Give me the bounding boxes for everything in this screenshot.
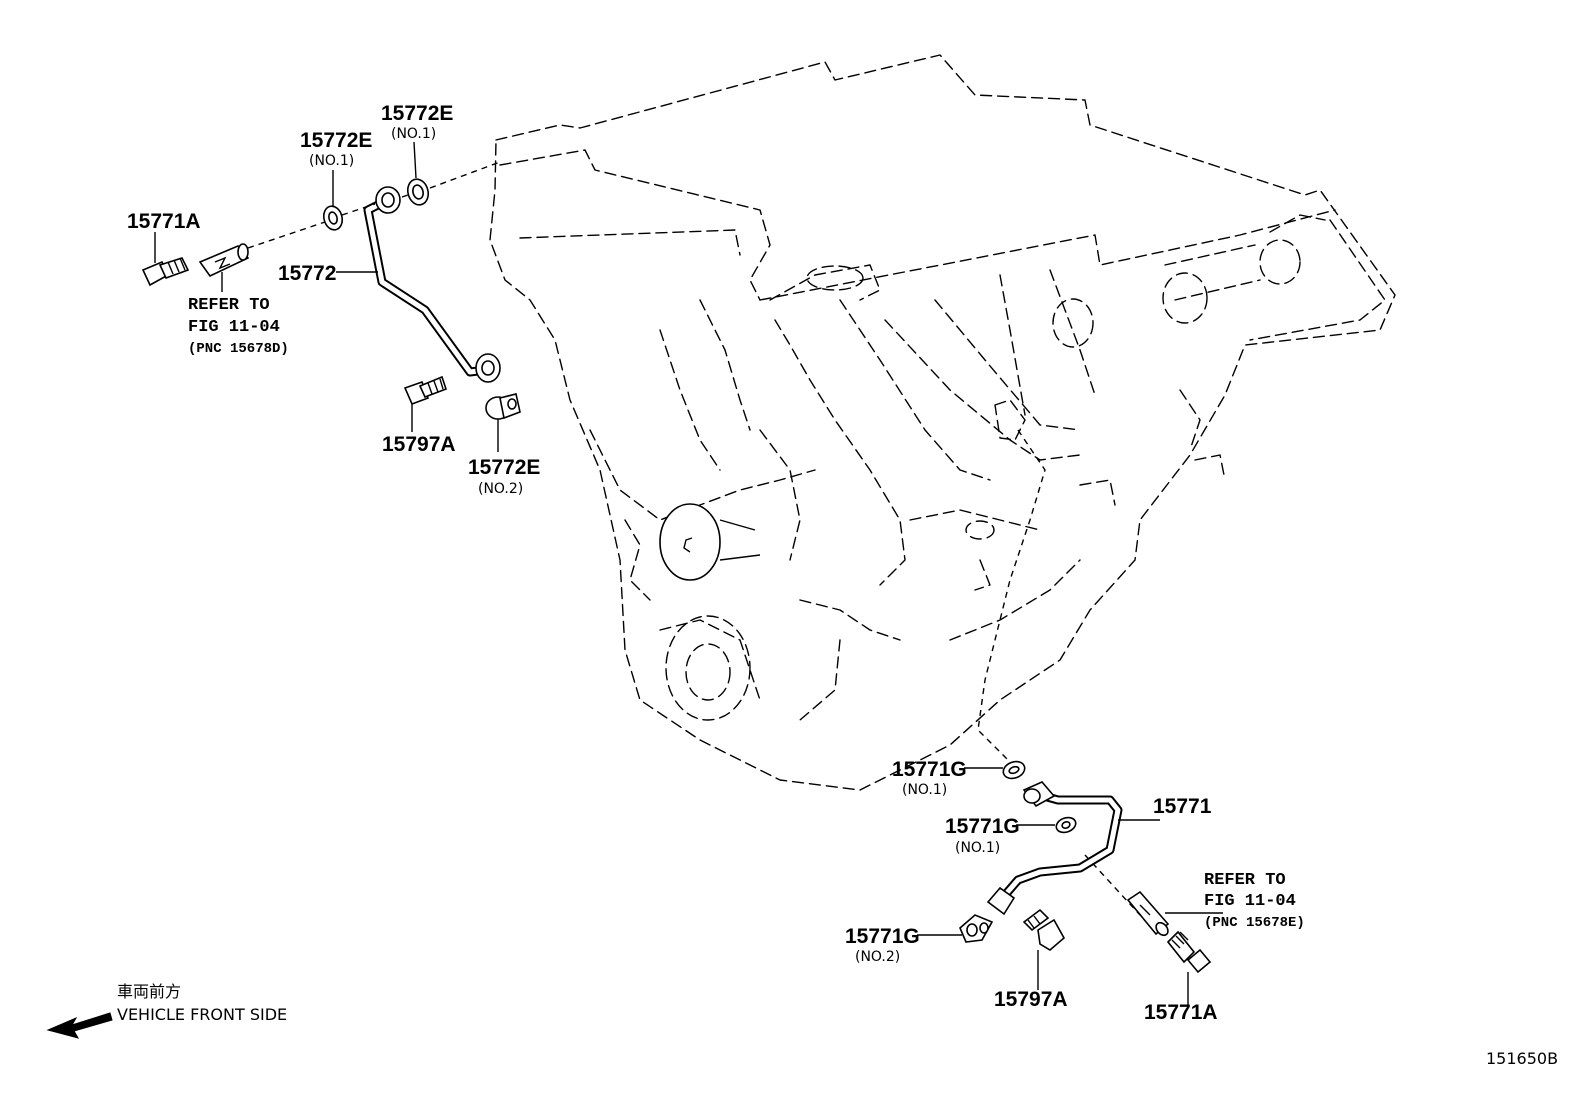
label-15772e-c-sub: (NO.2)	[478, 481, 523, 497]
label-15772e-a-sub: (NO.1)	[309, 153, 354, 169]
bolt-15797a-bottom	[1022, 908, 1066, 951]
refer-left-line1: REFER TO	[188, 296, 270, 315]
plug-15772e-no2	[485, 393, 521, 420]
label-15772e-a[interactable]: 15772E	[300, 129, 372, 152]
label-15772[interactable]: 15772	[278, 262, 336, 285]
gasket-15771g-a	[1002, 760, 1026, 780]
label-15771g-a-sub: (NO.1)	[902, 782, 947, 798]
oil-filter-valve-left	[198, 243, 250, 278]
label-15771g-b-sub: (NO.1)	[955, 840, 1000, 856]
label-15772e-c[interactable]: 15772E	[468, 456, 540, 479]
refer-right-line2[interactable]: FIG 11-04	[1204, 892, 1296, 911]
direction-japanese: 車両前方	[117, 982, 181, 1001]
label-15772e-b[interactable]: 15772E	[381, 102, 453, 125]
label-15771[interactable]: 15771	[1153, 795, 1212, 818]
bolt-15797a-top	[403, 375, 448, 406]
oil-pipe-15771	[986, 781, 1123, 916]
diagram-code: 151650B	[1486, 1049, 1558, 1068]
label-15797a-top[interactable]: 15797A	[382, 433, 456, 456]
label-15771g-c[interactable]: 15771G	[845, 925, 920, 948]
union-bolt-15771a-bottom	[1166, 930, 1212, 974]
gasket-15771g-b	[1055, 816, 1077, 834]
direction-english: VEHICLE FRONT SIDE	[117, 1005, 287, 1024]
gasket-15772e-a	[322, 205, 344, 231]
refer-right-pnc: (PNC 15678E)	[1204, 915, 1305, 931]
label-15772e-b-sub: (NO.1)	[391, 126, 436, 142]
union-bolt-15771a-top	[141, 257, 190, 287]
assembly-line-upper	[247, 221, 326, 249]
vehicle-front-arrow-icon	[46, 1012, 113, 1039]
label-15771g-b[interactable]: 15771G	[945, 815, 1020, 838]
gasket-15772e-b	[406, 178, 430, 206]
label-15771g-a[interactable]: 15771G	[892, 758, 967, 781]
label-15797a-bottom[interactable]: 15797A	[994, 988, 1068, 1011]
refer-right-line1: REFER TO	[1204, 871, 1286, 890]
refer-left-line2[interactable]: FIG 11-04	[188, 318, 280, 337]
label-15771a-top[interactable]: 15771A	[127, 210, 201, 233]
label-15771g-c-sub: (NO.2)	[855, 949, 900, 965]
refer-left-pnc: (PNC 15678D)	[188, 341, 289, 357]
oil-filter-valve-right	[1126, 890, 1170, 937]
pulley	[659, 503, 761, 581]
union-15771g-no2	[959, 914, 994, 943]
engine-block-outline	[489, 54, 1396, 791]
oil-pipe-15772	[363, 186, 501, 383]
label-15771a-bottom[interactable]: 15771A	[1144, 1001, 1218, 1024]
assembly-line-lower	[977, 429, 1046, 761]
leader-15772e-b	[413, 141, 417, 179]
